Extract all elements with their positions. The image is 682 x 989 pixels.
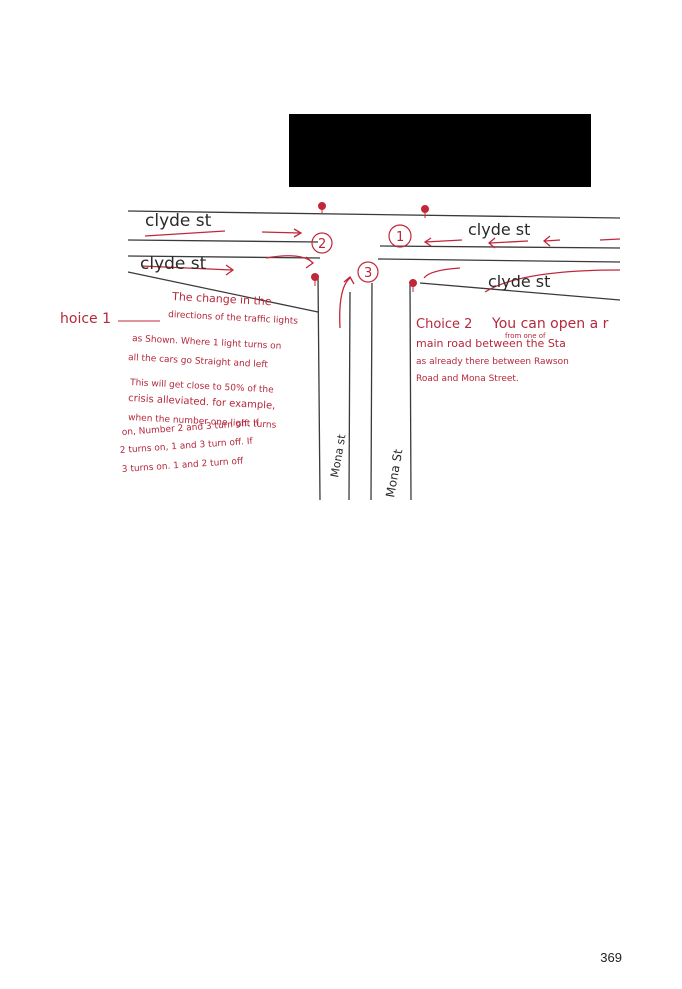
choice1-line: 3 turns on. 1 and 2 turn off	[122, 456, 245, 475]
marker-circle-1	[388, 224, 412, 248]
redaction-box	[289, 114, 591, 187]
marker-circle-2	[311, 232, 333, 254]
page-number: 369	[600, 950, 622, 965]
road-label-top-left: clyde st	[145, 211, 212, 231]
marker-circle-3	[357, 261, 379, 283]
choice2-label: Choice 2	[416, 317, 472, 332]
road-label-mid-left: clyde st	[140, 254, 207, 274]
choice1-line: This will get close to 50% of the	[129, 378, 275, 396]
choice1-line: directions of the traffic lights	[168, 310, 299, 327]
marker-2: 2	[318, 237, 326, 252]
road-label-top-right: clyde st	[468, 220, 530, 239]
road-label-vertical-right: Mona St	[383, 448, 405, 499]
choice2-text: Choice 2 You can open a r from one of ma…	[416, 316, 609, 384]
choice1-label: hoice 1	[60, 311, 111, 327]
choice1-line: as Shown. Where 1 light turns on	[132, 334, 282, 352]
traffic-light-pins	[311, 202, 429, 292]
choice1-line: 2 turns on, 1 and 3 turn off. If	[120, 437, 254, 456]
choice2-insert-note: from one of	[505, 332, 546, 340]
road-lines	[127, 210, 621, 501]
choice1-line: The change in the	[171, 290, 272, 308]
choice2-line: Road and Mona Street.	[416, 374, 519, 384]
choice2-line: main road between the Sta	[416, 337, 566, 350]
circled-markers	[311, 224, 412, 283]
road-label-vertical-left: Mona st	[328, 433, 348, 479]
choice2-line: as already there between Rawson	[416, 357, 569, 367]
road-label-mid-right: clyde st	[488, 272, 550, 291]
choice1-line: all the cars go Straight and left	[128, 353, 269, 370]
choice1-line: crisis alleviated. for example,	[128, 393, 276, 412]
direction-arrows	[141, 228, 621, 329]
marker-1: 1	[396, 230, 404, 245]
choice2-line: You can open a r	[491, 316, 609, 332]
marker-3: 3	[364, 266, 372, 281]
choice1-text: The change in the directions of the traf…	[120, 290, 299, 475]
